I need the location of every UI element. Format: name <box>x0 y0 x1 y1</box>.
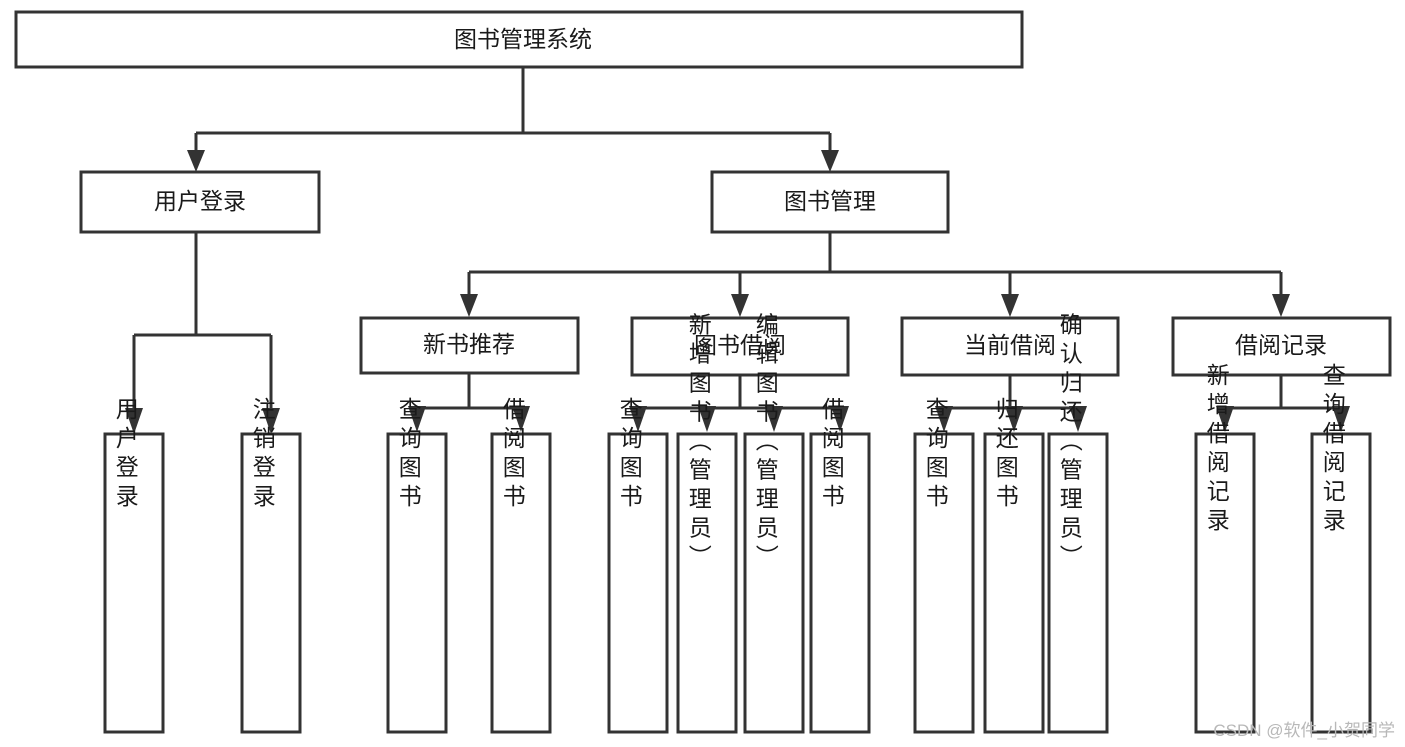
arrow-head-user-login <box>187 150 205 172</box>
arrow-head-borrow-book-leaf-2 <box>698 406 716 432</box>
arrow-head-l3-4 <box>1272 294 1290 317</box>
node-new-book-recommend[interactable]: 新书推荐 <box>359 316 580 375</box>
leaf-user-login-2-box[interactable] <box>240 432 302 734</box>
leaf-current-borrow-3-label: 确认归还（管理员） <box>1056 313 1083 574</box>
arrow-head-borrow-book-leaf-1 <box>629 406 647 432</box>
leaf-user-login-1-box[interactable] <box>103 432 165 734</box>
arrow-head-borrow-book-leaf-3 <box>765 406 783 432</box>
leaf-borrow-record-2-label: 查询借阅记录 <box>1319 363 1346 537</box>
arrow-head-current-borrow-leaf-2 <box>1005 406 1023 432</box>
node-current-borrow-label: 当前借阅 <box>964 332 1056 358</box>
leaf-borrow-book-4[interactable]: 借阅图书 <box>809 397 871 734</box>
node-borrow-record-label: 借阅记录 <box>1235 332 1327 358</box>
leaf-new-book-1-box[interactable] <box>386 432 448 734</box>
leaf-new-book-2[interactable]: 借阅图书 <box>490 397 552 734</box>
arrow-head-current-borrow-leaf-1 <box>935 406 953 432</box>
node-book-management-label: 图书管理 <box>784 188 876 214</box>
leaf-current-borrow-1-label: 查询图书 <box>922 397 949 513</box>
leaf-borrow-book-2-label: 新增图书（管理员） <box>685 313 712 574</box>
arrow-head-borrow-book-leaf-4 <box>831 406 849 432</box>
arrow-head-new-book-leaf-1 <box>408 406 426 432</box>
leaf-new-book-1-label: 查询图书 <box>395 397 422 513</box>
node-book-borrow-box[interactable] <box>630 316 850 377</box>
arrow-head-user-login-leaf-1 <box>125 408 143 434</box>
arrow-head-l3-1 <box>460 294 478 317</box>
leaf-borrow-book-2-box[interactable] <box>676 432 738 734</box>
node-new-book-recommend-label: 新书推荐 <box>423 331 515 357</box>
leaf-borrow-record-2[interactable]: 查询借阅记录 <box>1310 363 1372 734</box>
leaf-user-login-1-label: 用户登录 <box>112 397 139 513</box>
arrow-head-borrow-record-leaf-1 <box>1216 406 1234 432</box>
node-book-borrow-label: 图书借阅 <box>694 332 786 358</box>
node-book-borrow[interactable]: 图书借阅 <box>630 316 850 377</box>
node-current-borrow[interactable]: 当前借阅 <box>900 316 1120 377</box>
leaf-new-book-2-box[interactable] <box>490 432 552 734</box>
leaf-new-book-1[interactable]: 查询图书 <box>386 397 448 734</box>
arrow-head-borrow-record-leaf-2 <box>1332 406 1350 432</box>
leaf-borrow-record-1-label: 新增借阅记录 <box>1203 363 1230 537</box>
leaf-borrow-book-3-label: 编辑图书（管理员） <box>752 313 779 574</box>
node-borrow-record[interactable]: 借阅记录 <box>1171 316 1392 377</box>
arrow-head-l3-2 <box>731 294 749 317</box>
arrow-head-current-borrow-leaf-3 <box>1069 406 1087 432</box>
leaf-borrow-record-2-box[interactable] <box>1310 432 1372 734</box>
node-book-management[interactable]: 图书管理 <box>710 170 950 234</box>
node-user-login-box[interactable] <box>79 170 321 234</box>
leaf-borrow-book-2[interactable]: 新增图书（管理员） <box>676 313 738 734</box>
connector-layer <box>125 67 1350 434</box>
leaf-borrow-book-3[interactable]: 编辑图书（管理员） <box>743 313 805 734</box>
leaf-new-book-2-label: 借阅图书 <box>499 397 526 513</box>
leaf-borrow-record-1[interactable]: 新增借阅记录 <box>1194 363 1256 734</box>
arrow-head-book-mgmt <box>821 150 839 172</box>
node-book-management-box[interactable] <box>710 170 950 234</box>
node-new-book-recommend-box[interactable] <box>359 316 580 375</box>
leaf-borrow-record-1-box[interactable] <box>1194 432 1256 734</box>
leaf-current-borrow-2-box[interactable] <box>983 432 1045 734</box>
leaf-borrow-book-4-box[interactable] <box>809 432 871 734</box>
leaf-current-borrow-2-label: 归还图书 <box>992 397 1019 513</box>
arrow-head-new-book-leaf-2 <box>512 406 530 432</box>
leaf-current-borrow-3[interactable]: 确认归还（管理员） <box>1047 313 1109 734</box>
node-root[interactable]: 图书管理系统 <box>14 10 1024 69</box>
leaf-user-login-2-label: 注销登录 <box>249 397 276 513</box>
leaf-user-login-1[interactable]: 用户登录 <box>103 397 165 734</box>
leaf-current-borrow-3-box[interactable] <box>1047 432 1109 734</box>
arrow-head-l3-3 <box>1001 294 1019 317</box>
node-user-login-label: 用户登录 <box>154 188 246 214</box>
leaf-borrow-book-3-box[interactable] <box>743 432 805 734</box>
node-root-label: 图书管理系统 <box>454 26 592 52</box>
leaf-borrow-book-1[interactable]: 查询图书 <box>607 397 669 734</box>
leaf-current-borrow-1-box[interactable] <box>913 432 975 734</box>
node-current-borrow-box[interactable] <box>900 316 1120 377</box>
leaf-current-borrow-2[interactable]: 归还图书 <box>983 397 1045 734</box>
node-root-box[interactable] <box>14 10 1024 69</box>
leaf-borrow-book-1-box[interactable] <box>607 432 669 734</box>
leaf-current-borrow-1[interactable]: 查询图书 <box>913 397 975 734</box>
leaf-borrow-book-1-label: 查询图书 <box>616 397 643 513</box>
leaf-user-login-2[interactable]: 注销登录 <box>240 397 302 734</box>
node-borrow-record-box[interactable] <box>1171 316 1392 377</box>
node-user-login[interactable]: 用户登录 <box>79 170 321 234</box>
arrow-head-user-login-leaf-2 <box>262 408 280 434</box>
leaf-borrow-book-4-label: 借阅图书 <box>818 397 845 513</box>
